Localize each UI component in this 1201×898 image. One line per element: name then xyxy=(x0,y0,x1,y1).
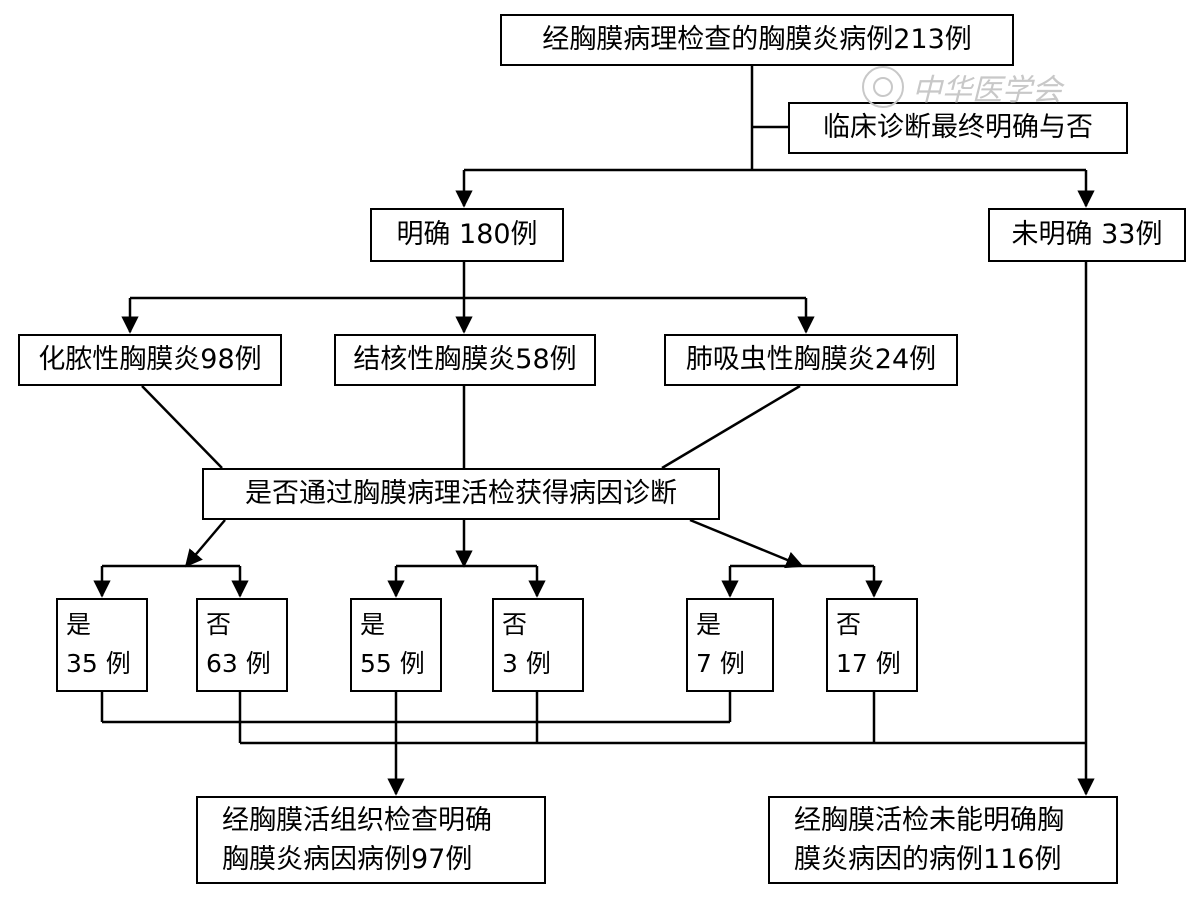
result-unconfirmed-line2: 膜炎病因的病例116例 xyxy=(794,844,1062,875)
result-confirmed-node: 经胸膜活组织检查明确 胸膜炎病因病例97例 xyxy=(196,796,546,884)
clinical-question-node: 临床诊断最终明确与否 xyxy=(788,102,1128,154)
result-confirmed-line1: 经胸膜活组织检查明确 xyxy=(222,804,492,836)
outcome-no-tuberculous: 否 3 例 xyxy=(492,598,584,692)
outcome-label: 是 xyxy=(696,610,722,640)
outcome-count: 3 例 xyxy=(502,649,551,678)
outcome-label: 是 xyxy=(360,610,386,640)
outcome-label: 否 xyxy=(502,610,528,640)
tuberculous-pleuritis-node: 结核性胸膜炎58例 xyxy=(334,334,596,386)
outcome-label: 否 xyxy=(206,610,232,640)
result-confirmed-line2: 胸膜炎病因病例97例 xyxy=(222,844,473,875)
outcome-label: 是 xyxy=(66,610,92,640)
outcome-yes-purulent: 是 35 例 xyxy=(56,598,148,692)
watermark-text: 中华医学会 xyxy=(912,73,1062,108)
seal-icon xyxy=(862,66,904,108)
watermark: 中华医学会 xyxy=(862,62,1062,112)
outcome-count: 7 例 xyxy=(696,649,745,678)
outcome-no-purulent: 否 63 例 xyxy=(196,598,288,692)
outcome-no-paragonimus: 否 17 例 xyxy=(826,598,918,692)
clear-node: 明确 180例 xyxy=(370,208,564,262)
unclear-node: 未明确 33例 xyxy=(988,208,1186,262)
paragonimus-pleuritis-node: 肺吸虫性胸膜炎24例 xyxy=(664,334,958,386)
outcome-label: 否 xyxy=(836,610,862,640)
outcome-yes-tuberculous: 是 55 例 xyxy=(350,598,442,692)
root-node: 经胸膜病理检查的胸膜炎病例213例 xyxy=(500,14,1014,66)
outcome-count: 55 例 xyxy=(360,649,425,678)
result-unconfirmed-line1: 经胸膜活检未能明确胸 xyxy=(794,804,1064,836)
purulent-pleuritis-node: 化脓性胸膜炎98例 xyxy=(18,334,282,386)
biopsy-question-node: 是否通过胸膜病理活检获得病因诊断 xyxy=(202,468,720,520)
outcome-count: 35 例 xyxy=(66,649,131,678)
outcome-count: 63 例 xyxy=(206,649,271,678)
outcome-count: 17 例 xyxy=(836,649,901,678)
result-unconfirmed-node: 经胸膜活检未能明确胸 膜炎病因的病例116例 xyxy=(768,796,1118,884)
outcome-yes-paragonimus: 是 7 例 xyxy=(686,598,774,692)
